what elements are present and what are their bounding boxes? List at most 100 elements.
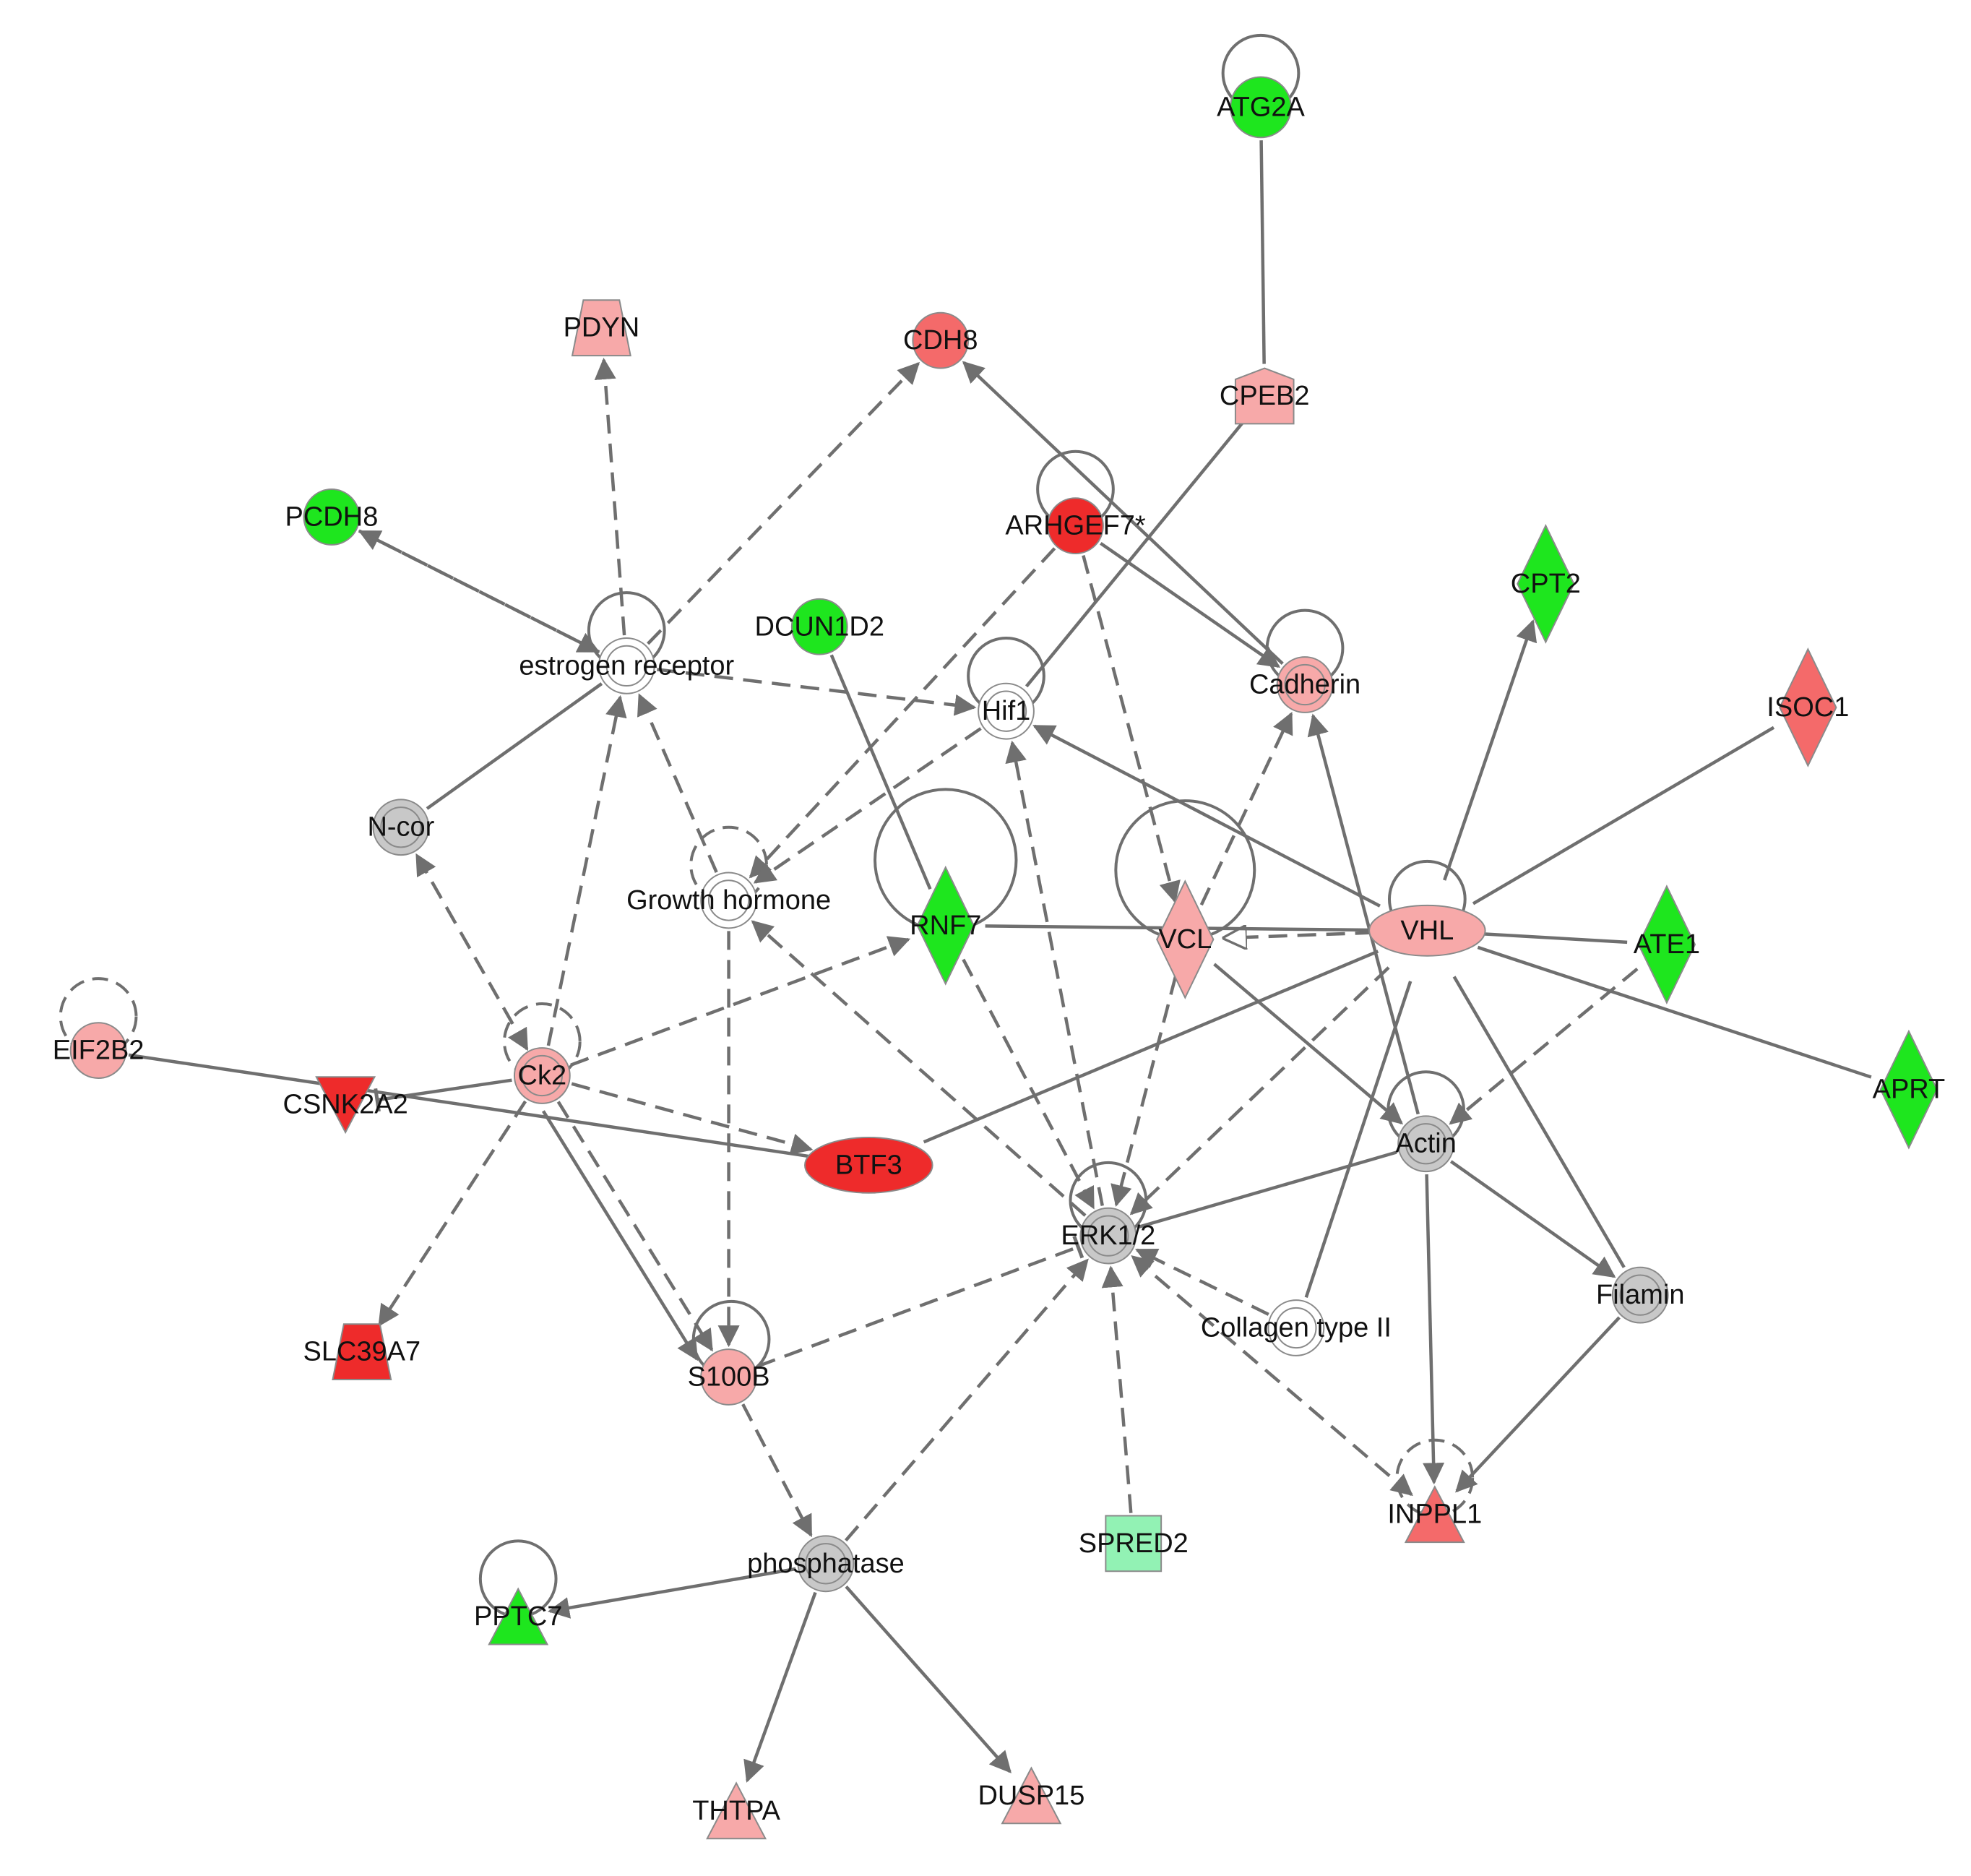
node-cpt2[interactable]: CPT2 xyxy=(1511,524,1581,644)
edge-phosphatase-erk xyxy=(844,1258,1089,1542)
node-arhgef7[interactable]: ARHGEF7* xyxy=(1005,497,1146,555)
node-erk[interactable]: ERK1/2 xyxy=(1061,1207,1155,1265)
node-label-pcdh8: PCDH8 xyxy=(285,502,379,532)
node-label-btf3: BTF3 xyxy=(835,1150,902,1180)
edge-er-pdyn xyxy=(594,357,626,636)
node-csnk2a2[interactable]: CSNK2A2 xyxy=(283,1076,408,1135)
node-label-rnf7: RNF7 xyxy=(910,911,981,941)
edge-atg2a-cpeb2 xyxy=(1259,140,1266,364)
node-btf3[interactable]: BTF3 xyxy=(804,1136,933,1194)
node-hif1[interactable]: Hif1 xyxy=(978,682,1035,740)
node-shape-vhl xyxy=(1368,904,1486,957)
node-label-pdyn: PDYN xyxy=(564,313,640,343)
node-shape-s100b xyxy=(700,1348,757,1406)
edge-ck2-s100b xyxy=(541,1110,699,1361)
edge-er-ncor xyxy=(426,682,603,810)
node-shape-pcdh8 xyxy=(303,489,361,546)
node-label-aprt: APRT xyxy=(1873,1075,1946,1105)
node-shape-pptc7 xyxy=(488,1587,549,1645)
node-filamin[interactable]: Filamin xyxy=(1596,1266,1684,1324)
node-shape-dcun1d2 xyxy=(790,598,848,655)
node-s100b[interactable]: S100B xyxy=(688,1348,770,1406)
node-shape-spred2 xyxy=(1105,1515,1163,1572)
node-label-erk: ERK1/2 xyxy=(1061,1221,1155,1251)
node-shape-dusp15 xyxy=(1001,1766,1062,1825)
edge-vhl-erk xyxy=(1129,966,1390,1215)
node-label-spred2: SPRED2 xyxy=(1079,1528,1189,1559)
node-cadherin[interactable]: Cadherin xyxy=(1249,656,1360,713)
node-shape-pdyn xyxy=(571,299,631,357)
node-inner-ring xyxy=(1087,1215,1129,1257)
node-inner-ring xyxy=(521,1054,563,1097)
node-shape-thtpa xyxy=(706,1781,767,1840)
edge-vhl-collagen xyxy=(1304,981,1413,1299)
node-slc39a7[interactable]: SLC39A7 xyxy=(303,1323,420,1381)
node-phosphatase[interactable]: phosphatase xyxy=(747,1535,905,1593)
node-label-cpt2: CPT2 xyxy=(1511,569,1581,599)
edge-erk-hif1 xyxy=(1005,740,1104,1206)
edge-vcl-cadherin xyxy=(1199,711,1293,906)
node-label-thtpa: THTPA xyxy=(692,1796,780,1826)
edge-vhl-cpt2 xyxy=(1443,619,1537,881)
node-aprt[interactable]: APRT xyxy=(1873,1029,1946,1150)
node-inppl1[interactable]: INPPL1 xyxy=(1387,1485,1482,1544)
node-gh[interactable]: Growth hormone xyxy=(626,872,831,929)
node-pcdh8[interactable]: PCDH8 xyxy=(285,489,379,546)
node-inner-ring xyxy=(605,645,647,687)
node-vhl[interactable]: VHL xyxy=(1368,904,1486,957)
node-inner-ring xyxy=(1619,1274,1661,1316)
edge-actin-erk xyxy=(1138,1150,1397,1229)
edge-cpeb2-hif1 xyxy=(1025,418,1247,688)
node-er[interactable]: estrogen receptor xyxy=(519,637,735,694)
node-label-atg2a: ATG2A xyxy=(1217,92,1305,122)
node-dcun1d2[interactable]: DCUN1D2 xyxy=(755,598,884,655)
edge-rnf7-erk xyxy=(962,958,1095,1210)
node-label-phosphatase: phosphatase xyxy=(747,1549,905,1579)
node-atg2a[interactable]: ATG2A xyxy=(1217,76,1306,139)
edge-erk-gh xyxy=(751,920,1087,1217)
inhibit-bar-s100b-erk xyxy=(1072,1235,1084,1259)
node-ncor[interactable]: N-cor xyxy=(367,799,435,856)
node-label-arhgef7: ARHGEF7* xyxy=(1005,511,1145,541)
node-vcl[interactable]: VCL xyxy=(1156,879,1215,999)
node-spred2[interactable]: SPRED2 xyxy=(1079,1515,1189,1572)
edge-phosphatase-thtpa xyxy=(743,1591,817,1783)
edge-s100b-erk xyxy=(756,1245,1079,1368)
node-cpeb2[interactable]: CPEB2 xyxy=(1220,367,1310,425)
node-isoc1[interactable]: ISOC1 xyxy=(1767,647,1849,767)
edge-gh-er xyxy=(637,693,718,873)
node-ate1[interactable]: ATE1 xyxy=(1634,885,1700,1004)
node-label-cpeb2: CPEB2 xyxy=(1220,381,1310,411)
node-shape-cpeb2 xyxy=(1234,367,1295,425)
node-pptc7[interactable]: PPTC7 xyxy=(474,1587,562,1645)
node-collagen[interactable]: Collagen type II xyxy=(1201,1299,1392,1356)
edge-phosphatase-dusp15 xyxy=(845,1585,1012,1773)
edge-pcdh8-er xyxy=(358,529,600,653)
node-label-pptc7: PPTC7 xyxy=(474,1601,562,1632)
node-inner-ring xyxy=(707,879,750,921)
node-thtpa[interactable]: THTPA xyxy=(692,1781,781,1840)
node-label-eif2b2: EIF2B2 xyxy=(53,1036,145,1066)
node-dusp15[interactable]: DUSP15 xyxy=(978,1766,1084,1825)
node-actin[interactable]: Actin xyxy=(1395,1115,1457,1173)
edge-collagen-erk xyxy=(1135,1248,1269,1316)
edge-ate1-actin xyxy=(1449,967,1639,1125)
edge-vcl-actin xyxy=(1213,963,1404,1124)
node-pdyn[interactable]: PDYN xyxy=(564,299,640,357)
edge-ck2-rnf7 xyxy=(570,936,911,1067)
node-eif2b2[interactable]: EIF2B2 xyxy=(53,1022,145,1079)
node-label-vhl: VHL xyxy=(1400,916,1454,946)
edge-cadherin-cdh8 xyxy=(962,361,1284,666)
edge-vhl-ate1 xyxy=(1480,931,1628,945)
node-label-dusp15: DUSP15 xyxy=(978,1781,1084,1811)
node-label-filamin: Filamin xyxy=(1596,1280,1684,1310)
node-shape-btf3 xyxy=(804,1136,933,1194)
node-shape-atg2a xyxy=(1230,76,1292,139)
node-label-hif1: Hif1 xyxy=(982,696,1031,726)
edge-inppl1-erk xyxy=(1131,1255,1413,1497)
node-cdh8[interactable]: CDH8 xyxy=(903,311,978,369)
node-ck2[interactable]: Ck2 xyxy=(513,1047,571,1104)
node-label-csnk2a2: CSNK2A2 xyxy=(283,1090,408,1120)
node-rnf7[interactable]: RNF7 xyxy=(910,865,981,986)
